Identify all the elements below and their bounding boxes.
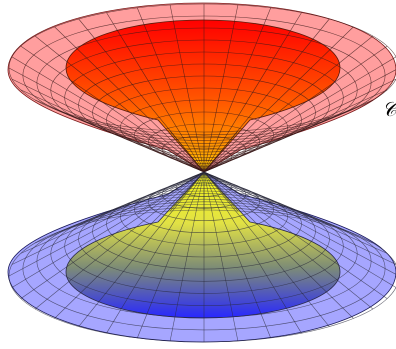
top-meridian-line xyxy=(203,4,239,173)
bottom-meridian-line xyxy=(203,171,239,212)
bottom-meridian-line xyxy=(54,171,205,234)
top-meridian-line xyxy=(11,78,205,173)
bottom-meridian-line xyxy=(203,171,239,342)
top-meridian-line xyxy=(203,7,271,173)
bottom-meridian-line xyxy=(203,171,354,319)
top-meridian-line xyxy=(34,35,205,173)
bottom-meridian-line xyxy=(203,171,388,299)
top-meridian-line xyxy=(203,45,388,173)
top-meridian-line xyxy=(8,67,205,173)
top-meridian-line xyxy=(203,26,354,173)
bottom-meridian-line xyxy=(78,171,205,226)
bottom-meridian-line xyxy=(169,171,205,342)
bottom-nappe xyxy=(7,171,396,343)
bottom-meridian-line xyxy=(203,171,374,244)
bottom-mesh-grid xyxy=(8,171,396,343)
top-meridian-line xyxy=(203,35,374,173)
bottom-meridian-line xyxy=(203,171,396,275)
top-meridian-line xyxy=(203,18,330,173)
bottom-meridian-line xyxy=(78,171,205,327)
bottom-meridian-line xyxy=(34,171,205,310)
top-meridian-line xyxy=(203,56,396,173)
bottom-meridian-line xyxy=(203,171,374,310)
bottom-meridian-line xyxy=(8,171,205,277)
bottom-meridian-line xyxy=(203,171,302,334)
bottom-meridian-line xyxy=(169,171,205,212)
top-meridian-line xyxy=(203,123,302,173)
bottom-meridian-line xyxy=(203,171,396,265)
bottom-meridian-line xyxy=(106,171,205,220)
surface-label: 𝒞 xyxy=(382,97,396,121)
top-meridian-line xyxy=(20,45,205,173)
top-meridian-line xyxy=(34,99,205,173)
bottom-meridian-line xyxy=(137,171,205,215)
bottom-meridian-line xyxy=(106,171,205,334)
top-nappe xyxy=(7,2,396,173)
top-meridian-line xyxy=(20,89,205,173)
bottom-meridian-line xyxy=(203,171,271,215)
bottom-meridian-line xyxy=(203,171,271,339)
bottom-meridian-line xyxy=(203,171,396,288)
top-meridian-line xyxy=(11,56,205,173)
top-meridian-line xyxy=(203,78,396,173)
top-meridian-line xyxy=(137,7,205,173)
top-mesh-grid xyxy=(8,3,396,173)
bottom-meridian-line xyxy=(203,171,388,254)
top-meridian-line xyxy=(203,108,354,173)
top-meridian-line xyxy=(78,18,205,173)
top-meridian-line xyxy=(169,4,205,173)
top-meridian-line xyxy=(54,26,205,173)
bottom-meridian-line xyxy=(203,171,330,327)
bottom-meridian-line xyxy=(11,171,205,288)
top-meridian-line xyxy=(106,12,205,173)
bottom-meridian-line xyxy=(20,171,205,254)
bottom-meridian-line xyxy=(54,171,205,319)
bottom-meridian-line xyxy=(137,171,205,339)
top-meridian-line xyxy=(203,69,396,173)
bottom-meridian-line xyxy=(20,171,205,299)
top-meridian-line xyxy=(203,12,302,173)
top-meridian-line xyxy=(203,116,330,173)
